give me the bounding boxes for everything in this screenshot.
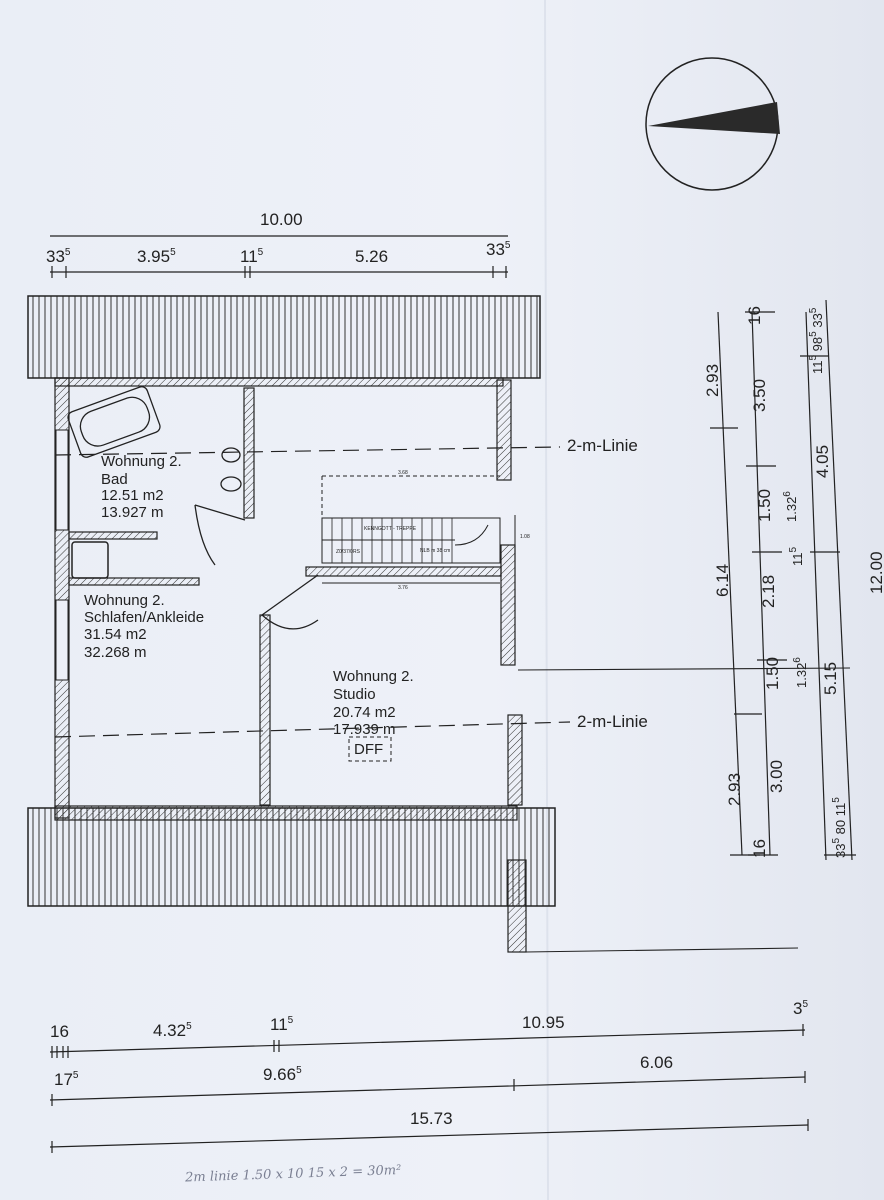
svg-text:1.50: 1.50 xyxy=(763,657,782,690)
svg-text:Wohnung 2.: Wohnung 2. xyxy=(333,668,414,685)
svg-text:115: 115 xyxy=(788,547,805,567)
svg-text:16: 16 xyxy=(750,839,769,858)
top-dim-5: 33 xyxy=(486,240,505,259)
bottom-dimensions xyxy=(49,1024,809,1153)
door-bad xyxy=(194,504,246,566)
svg-text:Bad: Bad xyxy=(101,471,128,488)
staircase xyxy=(321,475,516,584)
svg-text:31.54 m2: 31.54 m2 xyxy=(84,626,147,643)
svg-text:3.50: 3.50 xyxy=(750,379,769,412)
room-studio: Wohnung 2. Studio 20.74 m2 17.939 m xyxy=(333,668,414,738)
bottom-dim-labels: 16 4.325 115 10.95 35 175 9.665 6.06 15.… xyxy=(50,999,808,1128)
shower-icon xyxy=(71,541,109,579)
door-schlafen xyxy=(261,574,319,630)
stair-label: KENNGOTT - TREPPE xyxy=(364,526,417,532)
top-dim-4: 5.26 xyxy=(355,247,388,266)
svg-text:6.06: 6.06 xyxy=(640,1053,673,1072)
top-dim-3: 11 xyxy=(240,247,258,266)
svg-text:Wohnung 2.: Wohnung 2. xyxy=(101,453,182,470)
roof-bottom xyxy=(27,807,556,907)
svg-text:2.93: 2.93 xyxy=(725,773,744,806)
svg-text:335: 335 xyxy=(46,247,71,266)
handwritten-note: 2m linie 1.50 x 10 15 x 2 = 30m² xyxy=(184,1163,402,1186)
svg-text:335 80 115: 335 80 115 xyxy=(827,797,848,858)
stair-top-dim: 3.68 xyxy=(398,470,408,476)
right-dimensions xyxy=(710,299,856,861)
svg-text:3.00: 3.00 xyxy=(767,760,786,793)
two-m-line-top xyxy=(54,446,561,456)
toilet-icon xyxy=(220,447,242,492)
top-dim-2: 3.95 xyxy=(137,247,170,266)
svg-text:16: 16 xyxy=(50,1022,69,1041)
two-m-line-bottom xyxy=(54,721,571,738)
svg-text:9.665: 9.665 xyxy=(263,1065,302,1084)
stair-code: Z0/37/0RS xyxy=(336,549,361,555)
svg-text:6.14: 6.14 xyxy=(713,564,732,597)
svg-text:Wohnung 2.: Wohnung 2. xyxy=(84,592,165,609)
right-leaders xyxy=(517,667,851,953)
svg-text:5.15: 5.15 xyxy=(821,662,840,695)
svg-text:12.00: 12.00 xyxy=(867,551,884,594)
right-dim-labels: 2.93 6.14 2.93 16 3.50 1.50 2.18 1.50 3.… xyxy=(703,306,884,858)
top-dim-1: 33 xyxy=(46,247,65,266)
two-m-label-bottom: 2-m-Linie xyxy=(577,712,648,731)
svg-text:10.95: 10.95 xyxy=(522,1013,565,1032)
svg-text:35: 35 xyxy=(793,999,808,1018)
svg-text:Studio: Studio xyxy=(333,686,376,703)
svg-text:175: 175 xyxy=(54,1070,79,1089)
stair-side-dim: 1.08 xyxy=(520,534,530,540)
compass-icon xyxy=(645,57,780,191)
svg-text:20.74 m2: 20.74 m2 xyxy=(333,704,396,721)
svg-text:4.325: 4.325 xyxy=(153,1021,192,1040)
svg-text:15.73: 15.73 xyxy=(410,1109,453,1128)
stair-note: NLB m 38 cm xyxy=(420,548,450,554)
top-dimensions: 10.00 335 3.955 115 5.26 335 xyxy=(46,210,511,278)
svg-text:115: 115 xyxy=(270,1015,294,1034)
stair-bottom-dim: 3.76 xyxy=(398,585,408,591)
dff-window xyxy=(348,736,392,762)
svg-text:2.93: 2.93 xyxy=(703,364,722,397)
svg-text:12.51 m2: 12.51 m2 xyxy=(101,487,164,504)
dff-label: DFF xyxy=(354,741,383,758)
svg-text:115 985 335: 115 985 335 xyxy=(804,307,825,374)
svg-text:3.955: 3.955 xyxy=(137,247,176,266)
roof-top xyxy=(27,295,541,379)
svg-text:2.18: 2.18 xyxy=(759,575,778,608)
top-overall-dim: 10.00 xyxy=(260,210,303,229)
svg-text:335: 335 xyxy=(486,240,511,259)
svg-text:1.326: 1.326 xyxy=(792,657,809,688)
svg-text:115: 115 xyxy=(240,247,264,266)
bathtub-icon xyxy=(67,386,161,458)
room-schlafen: Wohnung 2. Schlafen/Ankleide 31.54 m2 32… xyxy=(84,592,204,661)
room-bad: Wohnung 2. Bad 12.51 m2 13.927 m xyxy=(101,453,182,521)
paper-fold xyxy=(544,0,549,1200)
svg-text:1.50: 1.50 xyxy=(755,489,774,522)
svg-text:4.05: 4.05 xyxy=(813,445,832,478)
svg-text:1.326: 1.326 xyxy=(782,491,799,522)
svg-text:17.939 m: 17.939 m xyxy=(333,721,396,738)
svg-text:Schlafen/Ankleide: Schlafen/Ankleide xyxy=(84,609,204,626)
svg-text:32.268 m: 32.268 m xyxy=(84,644,147,661)
svg-text:13.927 m: 13.927 m xyxy=(101,504,164,521)
svg-text:16: 16 xyxy=(745,306,764,325)
two-m-label-top: 2-m-Linie xyxy=(567,436,638,455)
